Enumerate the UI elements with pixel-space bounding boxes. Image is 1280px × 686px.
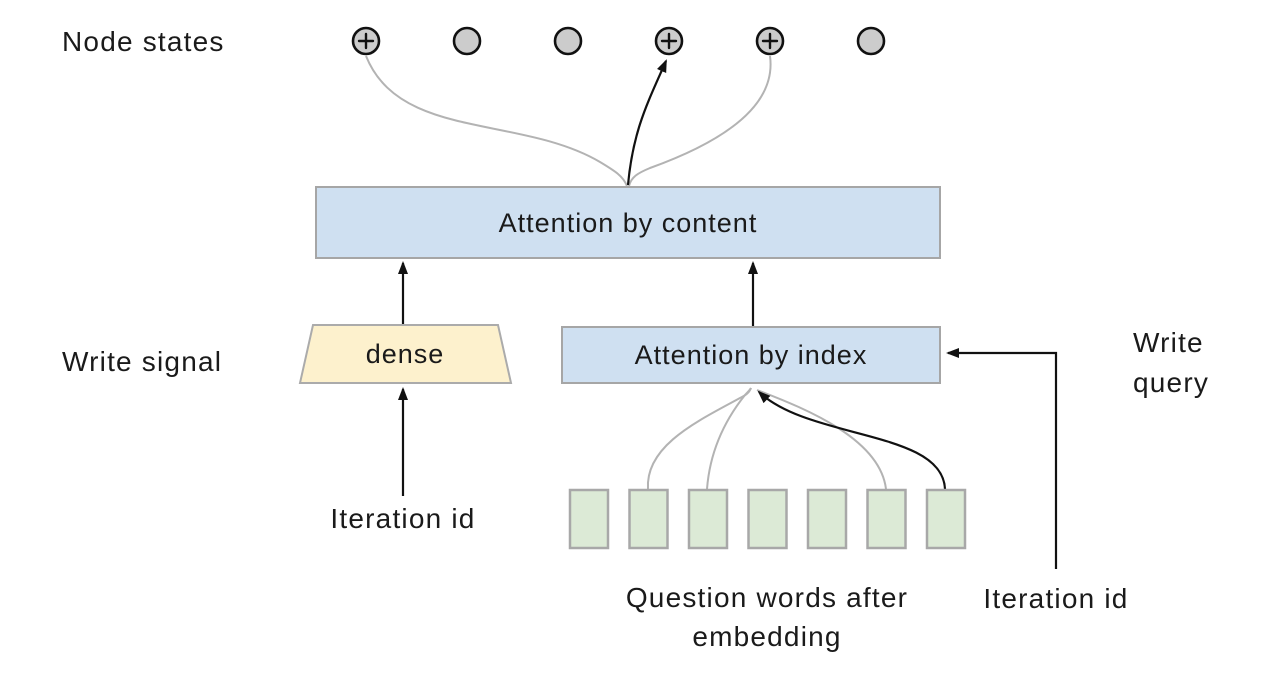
attention-by-index-label: Attention by index xyxy=(635,340,868,370)
node-state-5-plus xyxy=(755,26,785,56)
iteration-id-left-label: Iteration id xyxy=(330,503,475,534)
question-token-5 xyxy=(806,488,848,550)
question-token-7 xyxy=(925,488,967,550)
attention-by-index-box xyxy=(561,326,941,384)
question-words-label-line2: embedding xyxy=(692,621,841,652)
attention-by-content-label: Attention by content xyxy=(499,208,758,238)
node-state-1-plus xyxy=(351,26,381,56)
node-state-4-plus xyxy=(654,26,684,56)
question-token-6 xyxy=(866,488,907,550)
write-signal-label: Write signal xyxy=(62,346,222,377)
write-query-label-line1: Write xyxy=(1133,327,1204,358)
dense-trapezoid xyxy=(298,324,513,384)
edge-node5-to-content-curve xyxy=(628,55,772,187)
node-states-label: Node states xyxy=(62,26,225,57)
question-token-3 xyxy=(687,488,729,550)
edge-token2-to-index-curve xyxy=(646,387,752,490)
plus-icon xyxy=(761,32,779,50)
edge-node1-to-content-curve xyxy=(365,55,628,187)
question-token-4 xyxy=(747,488,788,550)
edge-content-to-node4-arrow xyxy=(626,59,668,186)
node-state-6 xyxy=(856,26,886,56)
node-state-3 xyxy=(553,26,583,56)
edge-token3-to-index-curve xyxy=(706,387,752,490)
write-query-label-line2: query xyxy=(1133,367,1209,398)
dense-label: dense xyxy=(366,339,445,369)
plus-icon xyxy=(660,32,678,50)
node-state-2 xyxy=(452,26,482,56)
iteration-id-right-label: Iteration id xyxy=(983,583,1128,614)
question-token-2 xyxy=(628,488,669,550)
attention-by-content-box xyxy=(315,186,941,259)
edge-writequery-to-index-arrow xyxy=(946,348,1058,569)
edge-token7-to-index-arrow xyxy=(757,390,947,490)
plus-icon xyxy=(357,32,375,50)
question-token-1 xyxy=(568,488,610,550)
question-token-row xyxy=(568,488,967,550)
question-words-label-line1: Question words after xyxy=(626,582,908,613)
